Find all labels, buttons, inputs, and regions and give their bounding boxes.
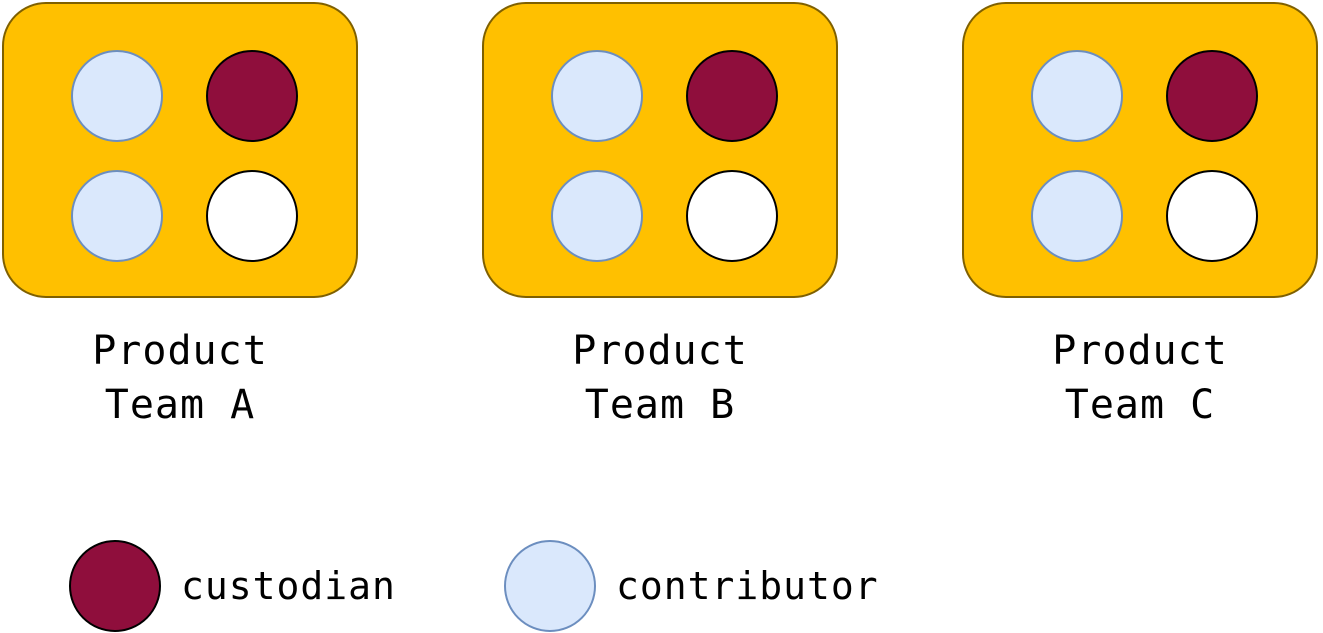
- team-b-label: Product Team B: [482, 324, 838, 432]
- team-label-line2: Team A: [104, 382, 256, 428]
- custodian-circle: [686, 50, 778, 142]
- legend-custodian: custodian: [69, 540, 396, 632]
- team-label-line1: Product: [92, 328, 268, 374]
- contributor-circle: [71, 170, 163, 262]
- team-a-label: Product Team A: [2, 324, 358, 432]
- custodian-circle: [206, 50, 298, 142]
- empty-circle: [686, 170, 778, 262]
- team-label-line2: Team C: [1064, 382, 1216, 428]
- contributor-circle: [71, 50, 163, 142]
- custodian-legend-swatch: [69, 540, 161, 632]
- contributor-circle: [551, 50, 643, 142]
- team-a-box: [2, 2, 358, 298]
- team-c-label: Product Team C: [962, 324, 1318, 432]
- contributor-legend-swatch: [504, 540, 596, 632]
- empty-circle: [1166, 170, 1258, 262]
- team-label-line1: Product: [572, 328, 748, 374]
- team-c-box: [962, 2, 1318, 298]
- team-label-line1: Product: [1052, 328, 1228, 374]
- legend-contributor-label: contributor: [616, 564, 879, 608]
- contributor-circle: [551, 170, 643, 262]
- legend-contributor: contributor: [504, 540, 879, 632]
- legend-custodian-label: custodian: [181, 564, 396, 608]
- team-label-line2: Team B: [584, 382, 736, 428]
- contributor-circle: [1031, 50, 1123, 142]
- empty-circle: [206, 170, 298, 262]
- contributor-circle: [1031, 170, 1123, 262]
- custodian-circle: [1166, 50, 1258, 142]
- team-b-box: [482, 2, 838, 298]
